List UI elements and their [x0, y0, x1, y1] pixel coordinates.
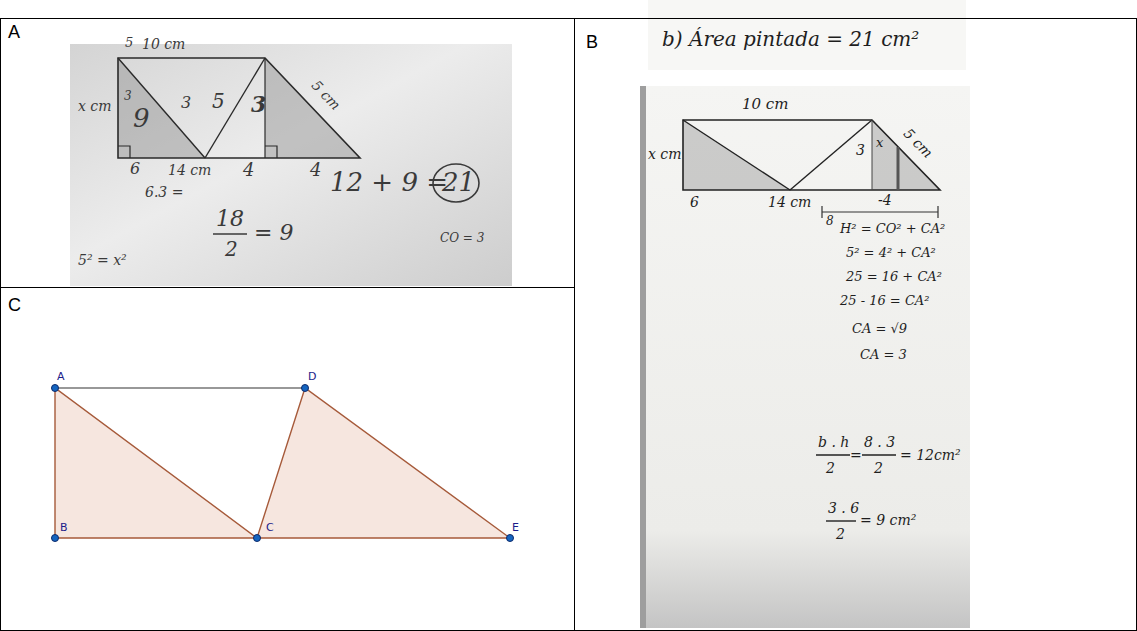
handwritten-note: = 12cm²: [900, 447, 961, 463]
handwritten-note: 8: [826, 215, 834, 229]
handwritten-note: 5: [125, 36, 133, 51]
point-label: C: [266, 522, 274, 535]
photo-paper: [640, 86, 970, 628]
handwritten-note: =: [850, 447, 862, 463]
handwritten-note: 6: [690, 194, 699, 210]
handwritten-note: = 9 cm²: [860, 512, 916, 528]
handwritten-note: CA = 3: [860, 348, 907, 363]
handwritten-note: 3: [181, 94, 191, 112]
handwritten-note: 25 - 16 = CA²: [840, 294, 929, 309]
handwritten-note: 4: [243, 160, 254, 181]
diagonal-line: [790, 120, 872, 190]
handwritten-note: b . h: [818, 434, 849, 450]
handwritten-note: 21: [442, 168, 475, 198]
point-label: E: [512, 522, 519, 535]
handwritten-note: 6: [130, 160, 140, 178]
shaded-triangle: [683, 120, 790, 190]
handwritten-note: 10 cm: [742, 96, 788, 113]
handwritten-note: CA = √9: [852, 322, 907, 337]
handwritten-note: 8 . 3: [864, 434, 895, 450]
handwritten-note: x cm: [648, 146, 681, 162]
handwritten-note: H² = CO² + CA²: [840, 222, 945, 237]
handwritten-note: 25 = 16 + CA²: [846, 270, 942, 285]
fraction-bar: [826, 520, 856, 521]
handwritten-note: 3: [251, 92, 266, 117]
handwritten-note: CO = 3: [440, 232, 484, 246]
diagonal-line: [118, 58, 205, 158]
handwritten-note: 3: [124, 90, 132, 104]
handwritten-note: 3: [856, 142, 865, 158]
diagonal-line: [683, 120, 790, 190]
point-dot: [52, 535, 59, 542]
trapezoid-outline: [118, 58, 360, 158]
handwritten-note: 2: [874, 460, 883, 476]
point-label: B: [60, 522, 68, 535]
figure-panel: A: [0, 18, 575, 288]
height-line: [897, 147, 900, 190]
height-line: [872, 120, 873, 190]
segment-line: [55, 387, 305, 388]
handwritten-note: 5 cm: [900, 125, 936, 161]
handwritten-note: 4: [310, 160, 321, 181]
handwritten-note: 2: [826, 460, 835, 476]
panel-letter: A: [8, 22, 20, 43]
handwritten-note: = 9: [254, 220, 293, 245]
handwritten-note: 14 cm: [768, 194, 811, 210]
right-angle-mark: [118, 146, 130, 158]
point-dot: [52, 385, 59, 392]
handwritten-note: 6.3 =: [145, 184, 183, 200]
shaded-triangle: [257, 388, 510, 538]
point-dot: [254, 535, 261, 542]
point-dot: [507, 535, 514, 542]
point-dot: [302, 385, 309, 392]
handwritten-note: 2: [225, 238, 238, 261]
handwritten-note: -4: [878, 192, 892, 208]
shaded-triangle: [55, 388, 257, 538]
handwritten-note: 5² = x²: [78, 252, 127, 268]
trapezoid-outline: [683, 120, 940, 190]
handwritten-note: x cm: [78, 98, 111, 114]
point-label: D: [308, 371, 316, 384]
panel-letter: C: [8, 295, 21, 316]
handwritten-note: 14 cm: [168, 162, 211, 178]
fraction-bar: [213, 233, 247, 235]
handwritten-note: 18: [216, 206, 244, 231]
figure-panel: C: [0, 287, 575, 631]
panel-letter: B: [586, 32, 598, 53]
fraction-bar: [862, 454, 896, 455]
handwritten-note: 5² = 4² + CA²: [846, 246, 936, 261]
photo-paper: [70, 44, 512, 286]
handwritten-note: 3 . 6: [828, 500, 859, 516]
handwritten-note: 5 cm: [309, 77, 344, 113]
photo-snippet: [648, 0, 966, 70]
right-angle-mark: [265, 146, 277, 158]
handwritten-note: 9: [133, 104, 150, 134]
handwritten-note: 5: [212, 90, 225, 113]
handwritten-note: 2: [836, 526, 845, 542]
handwritten-note: b) Área pintada = 21 cm²: [662, 28, 919, 51]
fraction-bar: [816, 454, 850, 455]
shaded-triangle: [118, 58, 205, 158]
handwritten-note: 10 cm: [142, 36, 185, 52]
handwritten-note: x: [876, 136, 883, 151]
point-label: A: [57, 371, 65, 384]
handwritten-note: 12 + 9 =: [330, 168, 448, 198]
photo-edge: [640, 86, 646, 628]
